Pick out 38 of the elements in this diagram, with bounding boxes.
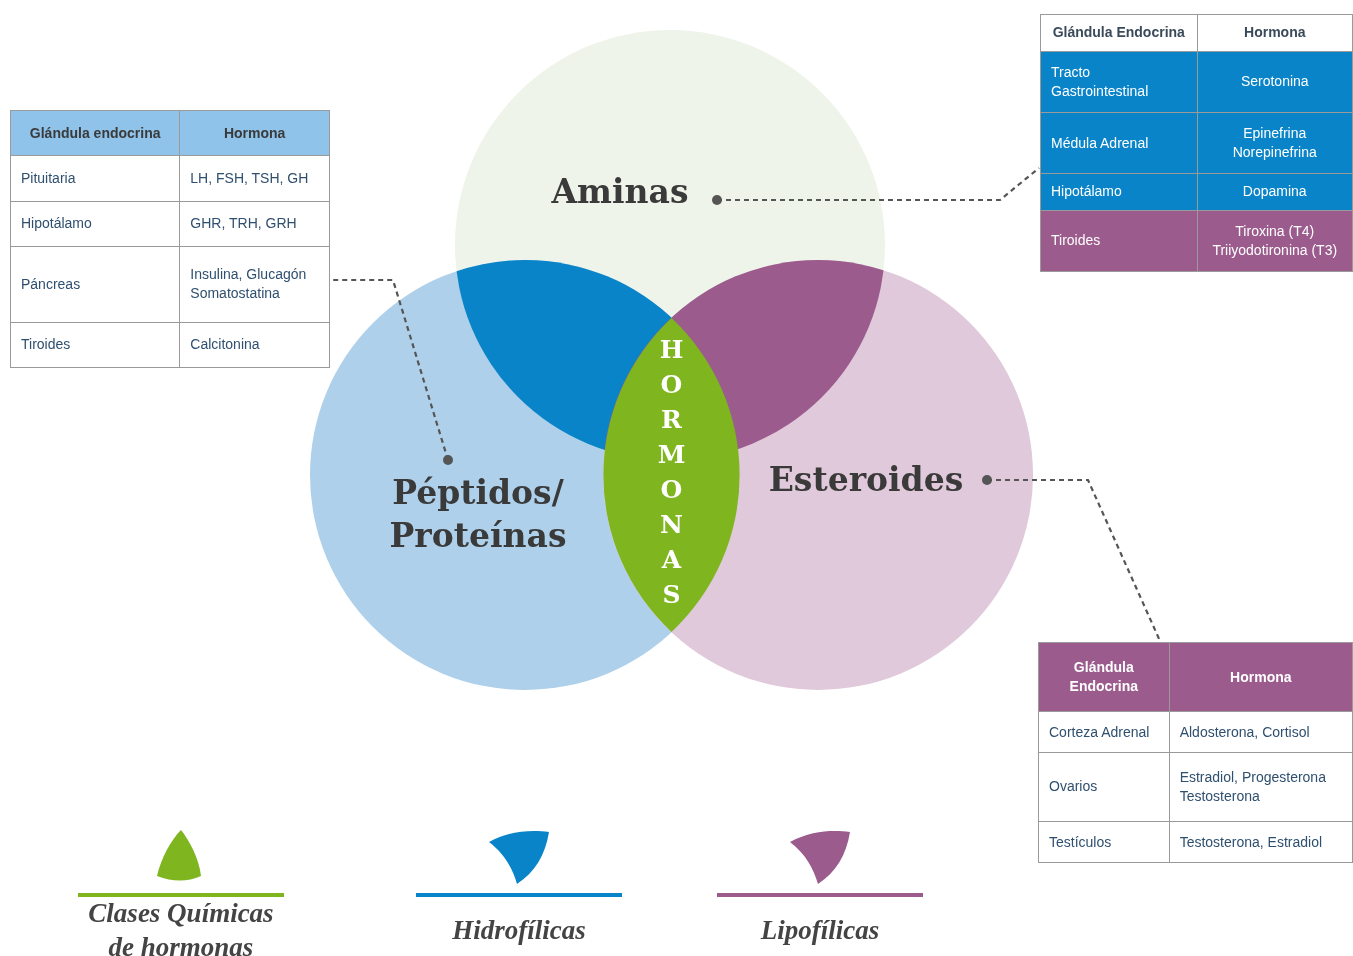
hormone-name: Testosterona, Estradiol — [1169, 821, 1353, 863]
leader-line — [331, 278, 453, 465]
column-header: Glándula Endocrina — [1038, 642, 1170, 712]
legend-label: Hidrofílicas — [451, 914, 587, 947]
gland-name: Hipotálamo — [1040, 173, 1197, 211]
gland-name: Ovarios — [1038, 752, 1170, 822]
gland-name: Tiroides — [10, 322, 180, 368]
class-label: Aminas — [551, 170, 689, 213]
gland-name: Tiroides — [1040, 210, 1197, 272]
column-header: Glándula endocrina — [10, 110, 180, 156]
hormone-name: GHR, TRH, GRH — [179, 201, 330, 247]
hormone-name: Dopamina — [1197, 173, 1353, 211]
gland-name: Páncreas — [10, 246, 180, 323]
gland-name: Corteza Adrenal — [1038, 711, 1170, 753]
column-header: Hormona — [1197, 14, 1353, 52]
gland-name: Testículos — [1038, 821, 1170, 863]
gland-name: Médula Adrenal — [1040, 112, 1197, 174]
column-header: Hormona — [1169, 642, 1353, 712]
leader-line — [712, 167, 1040, 205]
leader-line — [982, 475, 1161, 642]
hormone-name: LH, FSH, TSH, GH — [179, 155, 330, 202]
gland-name: Hipotálamo — [10, 201, 180, 247]
hormone-name: Insulina, Glucagón Somatostatina — [179, 246, 330, 323]
hormone-name: Tiroxina (T4) Triiyodotironina (T3) — [1197, 210, 1353, 272]
legend-label: Lipofílicas — [759, 914, 881, 947]
class-label: Esteroides — [768, 458, 964, 501]
hormone-name: Estradiol, Progesterona Testosterona — [1169, 752, 1353, 822]
center-label: HORMONAS — [657, 335, 686, 615]
hormone-name: Calcitonina — [179, 322, 330, 368]
hormone-name: Epinefrina Norepinefrina — [1197, 112, 1353, 174]
column-header: Glándula Endocrina — [1040, 14, 1197, 52]
gland-name: Tracto Gastrointestinal — [1040, 51, 1197, 113]
gland-name: Pituitaria — [10, 155, 180, 202]
legend-label: Clases Químicas de hormonas — [87, 897, 275, 956]
hormone-name: Serotonina — [1197, 51, 1353, 113]
hormone-name: Aldosterona, Cortisol — [1169, 711, 1353, 753]
class-label: Péptidos/ Proteínas — [389, 472, 567, 557]
column-header: Hormona — [179, 110, 330, 156]
